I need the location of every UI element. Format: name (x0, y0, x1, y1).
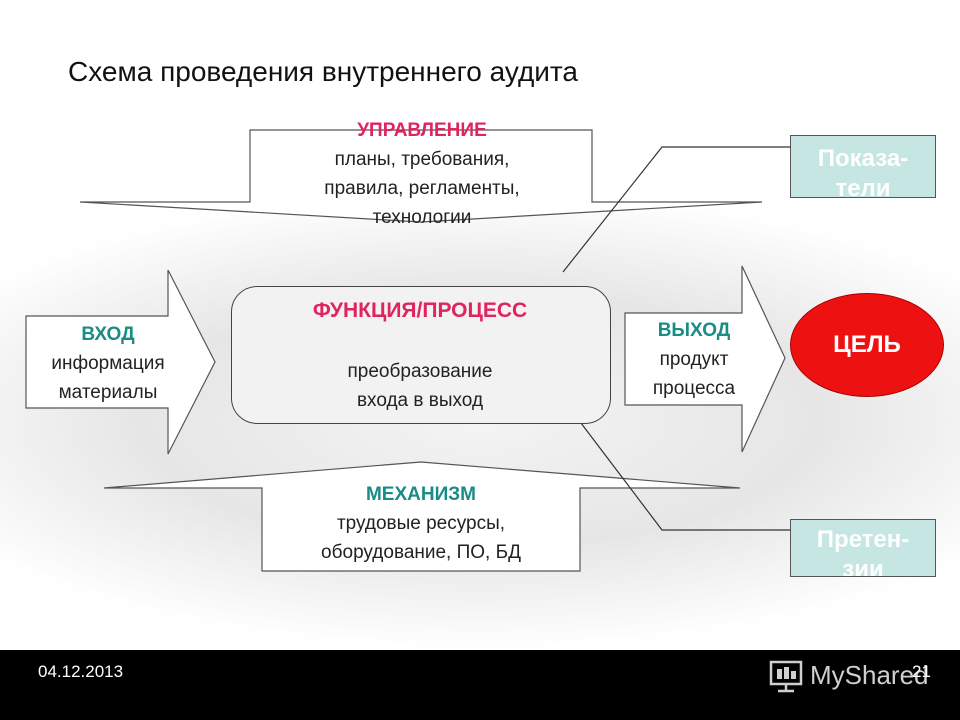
goal-label: ЦЕЛЬ (833, 331, 901, 358)
control-shape (79, 129, 763, 223)
indicators-connector (562, 146, 790, 273)
mechanism-heading: МЕХАНИЗМ (365, 484, 476, 505)
output-arrow (624, 265, 786, 453)
mechanism-shape (103, 461, 741, 572)
input-line: материалы (58, 382, 158, 403)
goal-circle: ЦЕЛЬ (790, 293, 944, 397)
footer-date: 04.12.2013 (38, 662, 124, 681)
claims-badge: Претен- зии (790, 519, 936, 577)
footer-bar: 04.12.2013 MyShared 21 (0, 650, 960, 720)
indicators-badge: Показа- тели (790, 135, 936, 198)
input-line: информация (51, 353, 165, 374)
process-heading: ФУНКЦИЯ/ПРОЦЕСС (312, 299, 528, 322)
claims-line: зии (842, 556, 884, 577)
page-title: Схема проведения внутреннего аудита (68, 56, 579, 87)
slide: Схема проведения внутреннего аудита УПРА… (0, 0, 960, 650)
input-label: ВХОД информация материалы (26, 320, 190, 407)
output-line: процесса (652, 378, 736, 399)
output-line: продукт (659, 349, 729, 370)
process-label: ФУНКЦИЯ/ПРОЦЕСС преобразование входа в в… (231, 296, 609, 415)
input-arrow (25, 269, 216, 455)
control-line: правила, регламенты, (324, 178, 520, 199)
process-box (231, 286, 611, 424)
claims-connector (561, 397, 790, 531)
mechanism-label: МЕХАНИЗМ трудовые ресурсы, оборудование,… (262, 480, 580, 567)
process-line: входа в выход (356, 390, 484, 411)
mechanism-line: трудовые ресурсы, (336, 513, 506, 534)
output-label: ВЫХОД продукт процесса (625, 316, 763, 403)
indicators-line: тели (835, 175, 891, 198)
control-label: УПРАВЛЕНИЕ планы, требования, правила, р… (262, 116, 582, 232)
presentation-icon (769, 660, 803, 693)
control-line: технологии (372, 207, 472, 228)
indicators-line: Показа- (817, 145, 909, 172)
control-line: планы, требования, (334, 149, 510, 170)
diagram-shapes (25, 129, 790, 572)
logo-text: MyShared (810, 660, 929, 690)
output-heading: ВЫХОД (657, 320, 731, 341)
claims-line: Претен- (816, 526, 910, 553)
process-line: преобразование (347, 361, 493, 382)
page-number: 21 (912, 662, 931, 681)
input-heading: ВХОД (81, 324, 135, 345)
control-heading: УПРАВЛЕНИЕ (357, 120, 487, 141)
mechanism-line: оборудование, ПО, БД (321, 542, 521, 563)
